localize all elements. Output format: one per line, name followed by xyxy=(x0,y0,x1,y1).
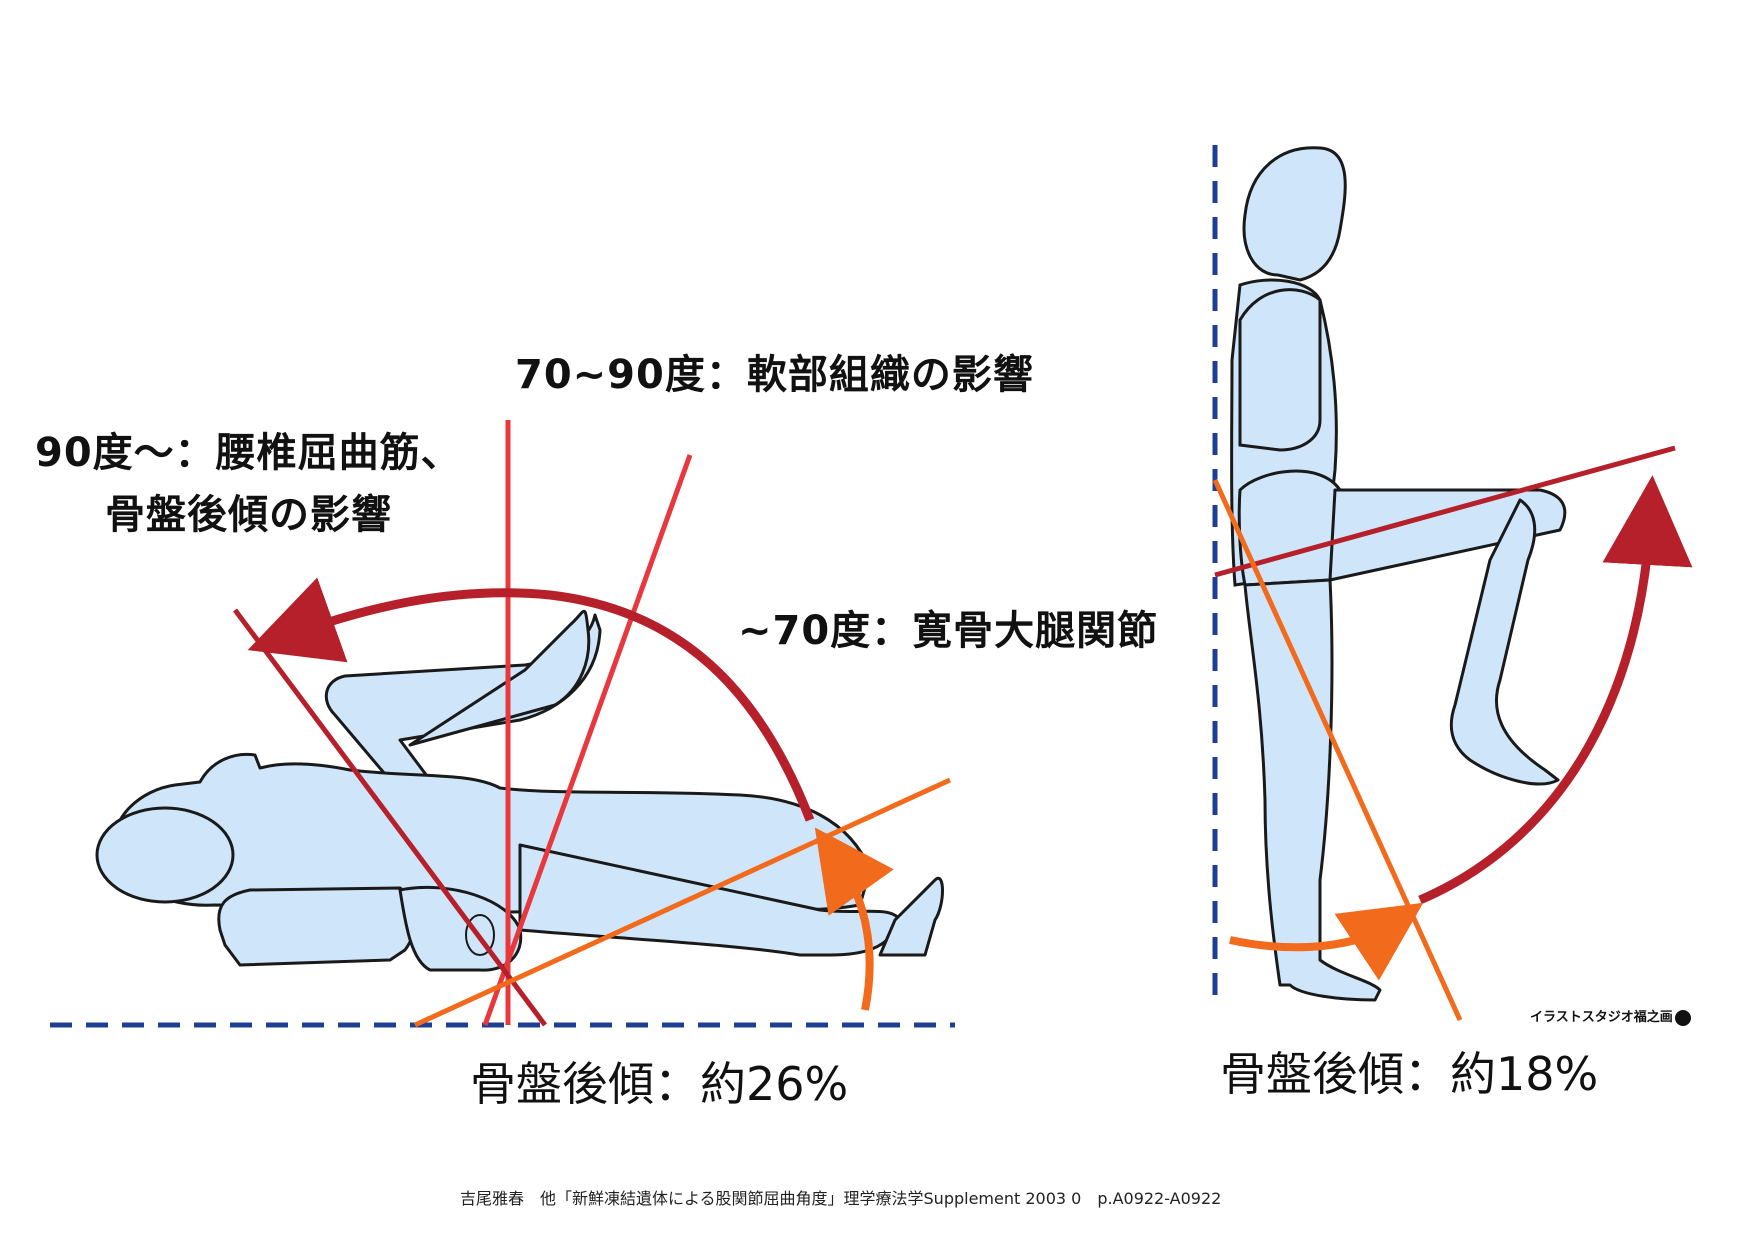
citation: 吉尾雅春 他「新鮮凍結遺体による股関節屈曲角度」理学療法学Supplement … xyxy=(460,1189,1222,1208)
line-beyond-90 xyxy=(232,608,548,1027)
label-lumbar-line1: 90度〜：腰椎屈曲筋、 xyxy=(35,430,462,476)
label-hip-joint: ~70度：寛骨大腿関節 xyxy=(738,608,1159,654)
rotation-arrow-standing xyxy=(1418,475,1693,905)
rotation-arrow-pelvis xyxy=(1229,902,1424,981)
standing-figure xyxy=(1230,146,1567,1002)
label-lumbar-line2: 骨盤後傾の影響 xyxy=(105,492,392,538)
label-soft-tissue: 70~90度：軟部組織の影響 xyxy=(515,352,1034,398)
credit-mark: イラストスタジオ福之画 xyxy=(1530,1006,1691,1026)
credit-text: イラストスタジオ福之画 xyxy=(1530,1010,1673,1025)
thigh-line xyxy=(1214,445,1676,578)
logo-icon xyxy=(1674,1009,1691,1026)
line-0-70 xyxy=(413,777,952,1028)
rotation-arrow-small xyxy=(814,827,894,1011)
label-supine-result: 骨盤後傾：約26% xyxy=(470,1057,849,1111)
supine-figure xyxy=(95,609,944,972)
line-70-90 xyxy=(482,454,693,1026)
label-standing-result: 骨盤後傾：約18% xyxy=(1220,1047,1599,1101)
rotation-arrow-large xyxy=(247,577,815,822)
